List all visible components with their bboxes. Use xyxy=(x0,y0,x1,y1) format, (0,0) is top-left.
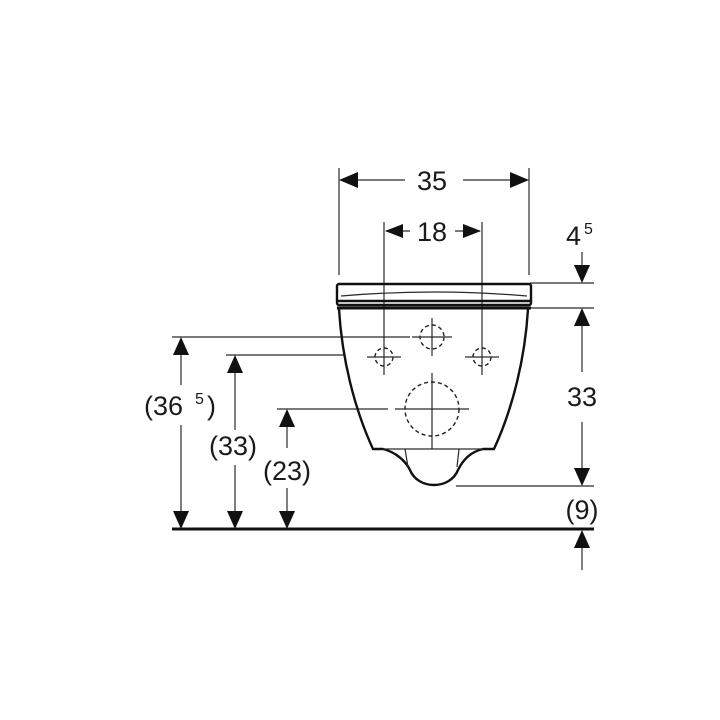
dim-fixing-spacing: 18 xyxy=(383,217,483,375)
toilet-body xyxy=(335,282,533,487)
dim-top-height: (36 5 ) xyxy=(144,336,410,529)
fixing-hole-left xyxy=(367,347,401,367)
label-overall-width: 35 xyxy=(417,166,447,196)
fixing-hole-top xyxy=(412,318,452,356)
label-top-height: (36 xyxy=(144,391,183,421)
dim-outlet-height: (23) xyxy=(263,408,388,529)
label-fixing-height: (33) xyxy=(209,431,257,461)
label-top-height-suffix: ) xyxy=(207,391,216,421)
label-bowl-height: 33 xyxy=(567,382,597,412)
label-floor-clearance: (9) xyxy=(566,495,599,525)
dim-floor-clearance: (9) xyxy=(566,495,599,570)
outlet-circle xyxy=(395,373,469,449)
dim-bowl-height: 33 xyxy=(456,326,597,487)
label-outlet-height: (23) xyxy=(263,456,311,486)
label-seat-thickness-sup: 5 xyxy=(584,221,593,238)
dim-fixing-height: (33) xyxy=(209,354,345,529)
dim-overall-width: 35 xyxy=(338,166,530,275)
fixing-hole-right xyxy=(465,347,499,367)
label-fixing-spacing: 18 xyxy=(417,217,447,247)
label-top-height-sup: 5 xyxy=(195,391,204,408)
label-seat-thickness: 4 xyxy=(566,221,581,251)
dim-seat-thickness: 4 5 xyxy=(530,221,594,326)
